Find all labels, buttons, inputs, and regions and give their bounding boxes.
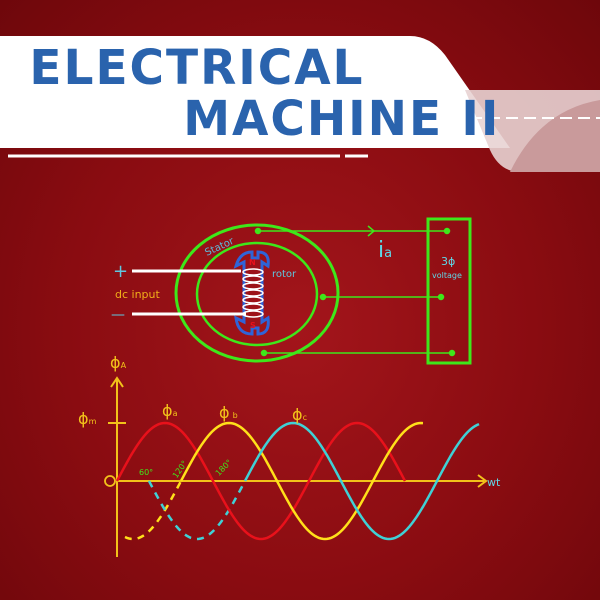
south-pole: S — [250, 321, 256, 330]
phase-c-dashed-curve — [147, 480, 247, 541]
rotor-label: rotor — [272, 269, 297, 280]
rotor-ring — [195, 241, 319, 347]
angle-180-label: 180° — [214, 458, 234, 478]
voltage-label: voltage — [432, 271, 462, 280]
connection-lines — [254, 225, 456, 357]
phase-a-curve — [115, 421, 407, 541]
phase-b-dashed-curve — [124, 480, 183, 541]
north-pole: N — [249, 258, 256, 267]
graph-axes — [108, 376, 488, 557]
plus-sign: + — [113, 261, 128, 282]
title-banner — [0, 36, 510, 148]
x-axis-label: wt — [487, 476, 501, 489]
phase-a-label: ϕa — [162, 401, 178, 420]
current-label: ia — [378, 238, 392, 263]
peak-label: ϕm — [78, 409, 97, 428]
angle-60-label: 60° — [139, 468, 153, 477]
title-line-2: MACHINE II — [183, 91, 501, 147]
phase-c-label: ϕc — [292, 405, 307, 424]
phase-c-curve — [243, 421, 480, 541]
phase-label: 3ϕ — [441, 255, 455, 268]
title-line-1: ELECTRICAL — [29, 40, 365, 96]
banner-arc — [510, 100, 600, 172]
origin-circle — [104, 475, 116, 487]
y-axis-label: ϕA — [110, 353, 127, 372]
phase-b-curve — [179, 421, 424, 541]
stator-ring — [174, 223, 340, 363]
voltage-box — [426, 217, 472, 365]
minus-sign: — — [111, 307, 125, 323]
rotor-coil — [233, 250, 270, 336]
dc-input-label: dc input — [115, 288, 161, 301]
